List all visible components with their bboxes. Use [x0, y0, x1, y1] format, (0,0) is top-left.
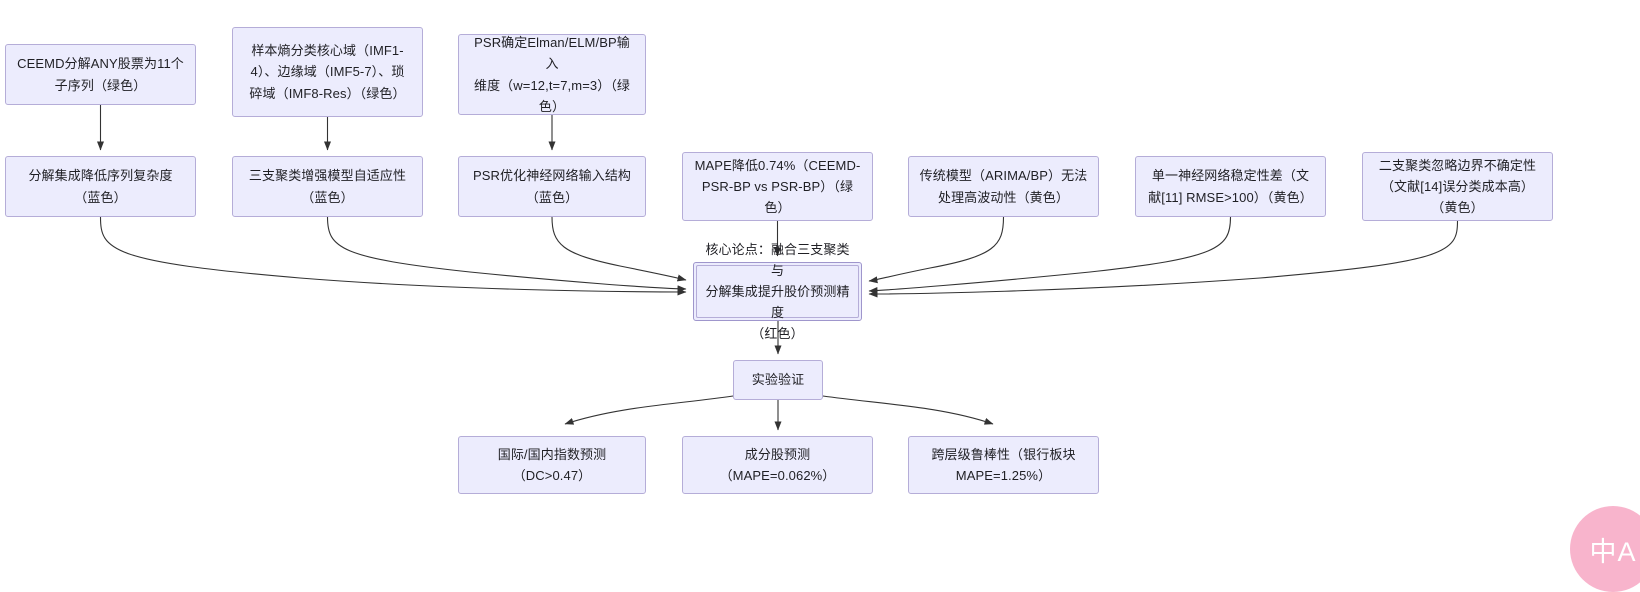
node-n7[interactable]: MAPE降低0.74%（CEEMD- PSR-BP vs PSR-BP）（绿 色…: [682, 152, 873, 221]
node-label: CEEMD分解ANY股票为11个 子序列（绿色）: [17, 56, 184, 93]
edge-n4-to-core: [99, 216, 687, 296]
node-label: 二支聚类忽略边界不确定性 （文献[14]误分类成本高） （黄色）: [1378, 157, 1537, 216]
node-label: 三支聚类增强模型自适应性 （蓝色）: [248, 168, 407, 205]
edge-verify-to-r3: [822, 395, 994, 425]
edge-n8-to-core: [868, 216, 1005, 284]
node-n6[interactable]: PSR优化神经网络输入结构 （蓝色）: [458, 156, 646, 217]
node-label: PSR确定Elman/ELM/BP输入 维度（w=12,t=7,m=3）（绿 色…: [473, 35, 631, 114]
node-n8[interactable]: 传统模型（ARIMA/BP）无法 处理高波动性（黄色）: [908, 156, 1099, 217]
node-label: 跨层级鲁棒性（银行板块 MAPE=1.25%）: [931, 446, 1076, 483]
watermark-label: 中A: [1589, 536, 1637, 567]
node-label: 传统模型（ARIMA/BP）无法 处理高波动性（黄色）: [919, 168, 1088, 205]
node-label: 单一神经网络稳定性差（文 献[11] RMSE>100）（黄色）: [1148, 168, 1313, 205]
node-label: 样本熵分类核心域（IMF1- 4）、边缘域（IMF5-7）、琐 碎域（IMF8-…: [249, 43, 406, 101]
node-n1[interactable]: CEEMD分解ANY股票为11个 子序列（绿色）: [5, 44, 196, 105]
node-label: 核心论点：融合三支聚类与 分解集成提升股价预测精度 （红色）: [705, 241, 850, 342]
edge-verify-to-r1: [564, 395, 734, 425]
node-n10[interactable]: 二支聚类忽略边界不确定性 （文献[14]误分类成本高） （黄色）: [1362, 152, 1553, 221]
node-r1[interactable]: 国际/国内指数预测 （DC>0.47）: [458, 436, 646, 494]
node-n9[interactable]: 单一神经网络稳定性差（文 献[11] RMSE>100）（黄色）: [1135, 156, 1326, 217]
node-core-inner: 核心论点：融合三支聚类与 分解集成提升股价预测精度 （红色）: [696, 242, 859, 341]
node-r3[interactable]: 跨层级鲁棒性（银行板块 MAPE=1.25%）: [908, 436, 1099, 494]
node-n4[interactable]: 分解集成降低序列复杂度 （蓝色）: [5, 156, 196, 217]
node-n5[interactable]: 三支聚类增强模型自适应性 （蓝色）: [232, 156, 423, 217]
node-core[interactable]: 核心论点：融合三支聚类与 分解集成提升股价预测精度 （红色）: [693, 242, 862, 341]
node-n2[interactable]: 样本熵分类核心域（IMF1- 4）、边缘域（IMF5-7）、琐 碎域（IMF8-…: [232, 27, 423, 117]
edge-n6-to-core: [551, 216, 687, 282]
edge-n5-to-core: [326, 216, 687, 293]
diagram-canvas: CEEMD分解ANY股票为11个 子序列（绿色） 样本熵分类核心域（IMF1- 4…: [5, 27, 1640, 592]
node-label: 分解集成降低序列复杂度 （蓝色）: [28, 168, 173, 205]
node-label: 国际/国内指数预测 （DC>0.47）: [497, 446, 607, 483]
node-r2[interactable]: 成分股预测 （MAPE=0.062%）: [682, 436, 873, 494]
watermark-badge: 中A: [1570, 506, 1640, 592]
edge-n10-to-core: [868, 220, 1459, 298]
node-label: 成分股预测 （MAPE=0.062%）: [719, 446, 836, 483]
node-n3[interactable]: PSR确定Elman/ELM/BP输入 维度（w=12,t=7,m=3）（绿 色…: [458, 34, 646, 115]
node-verify[interactable]: 实验验证: [733, 360, 823, 400]
node-label: MAPE降低0.74%（CEEMD- PSR-BP vs PSR-BP）（绿 色…: [694, 157, 861, 216]
node-label: 实验验证: [751, 372, 805, 388]
edge-n9-to-core: [868, 216, 1232, 295]
node-label: PSR优化神经网络输入结构 （蓝色）: [472, 168, 632, 205]
